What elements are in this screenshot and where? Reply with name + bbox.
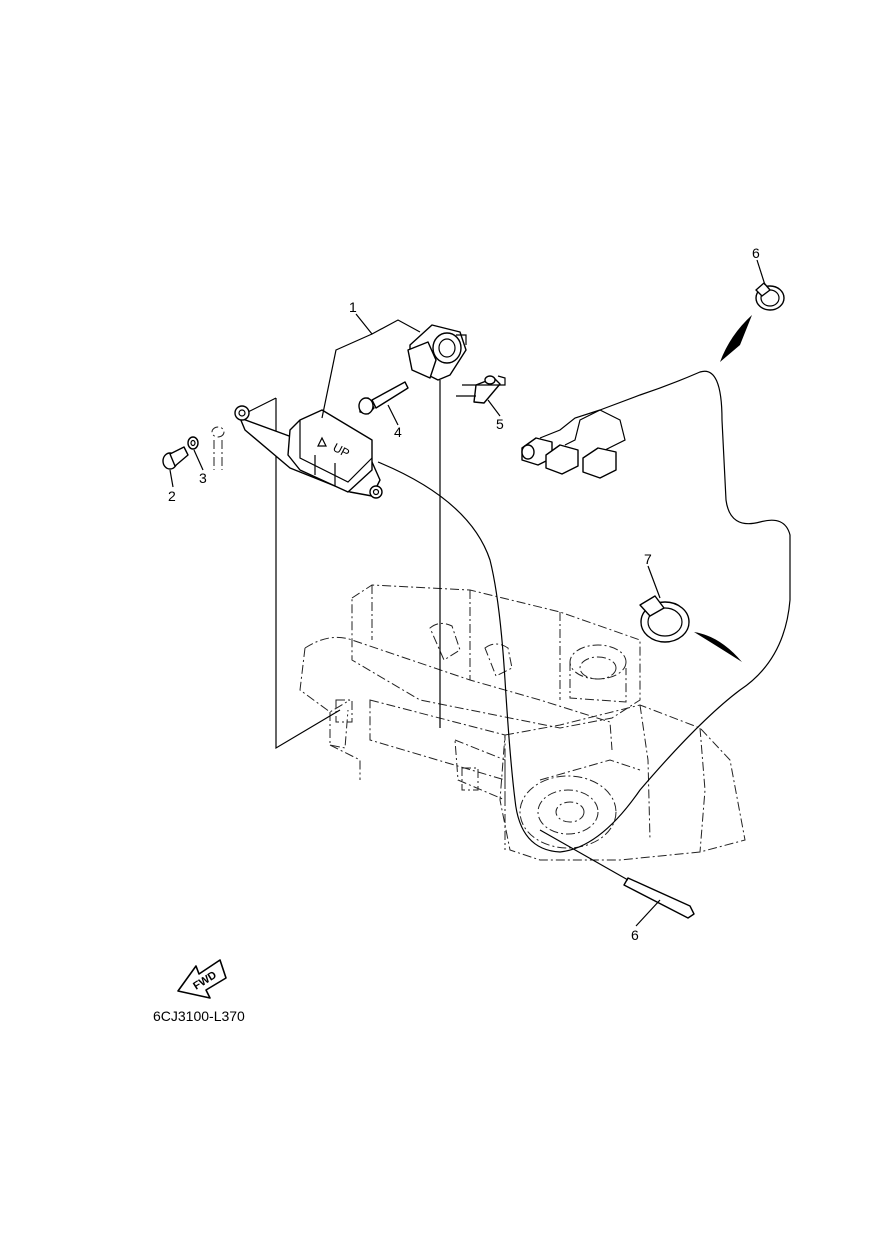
sensor-cable [377,370,791,853]
swivel-bracket-phantom [299,584,746,861]
sensor-head [407,324,467,381]
cable-tie-part-6-lower [539,829,695,919]
up-marking: UP [331,440,352,460]
callout-7: 7 [644,551,652,567]
screw-part-2 [162,446,189,470]
fwd-direction-badge: FWD [177,959,227,999]
drawing-code: 6CJ3100-L370 [153,1008,245,1024]
washer-part-3 [187,436,199,450]
callout-labels: 1 2 3 4 5 6 7 6 [168,245,760,943]
callout-6-lower: 6 [631,927,639,943]
hose-clip-part-6-upper [755,282,785,311]
cable-connectors [521,437,617,479]
callout-3: 3 [199,470,207,486]
phantom-post [211,426,225,470]
callout-1: 1 [349,299,357,315]
hose-clip-part-7 [639,595,690,643]
leader-frame [247,380,441,750]
bolt-part-4 [358,381,409,415]
forward-arrow-icon [177,959,227,999]
trim-sensor-assembly: UP [234,405,383,499]
callout-2: 2 [168,488,176,504]
callout-5: 5 [496,416,504,432]
callout-4: 4 [394,424,402,440]
callout-6-upper: 6 [752,245,760,261]
clamp-part-5 [456,375,506,404]
install-arrows [694,315,752,662]
callout-leaders [169,259,766,927]
